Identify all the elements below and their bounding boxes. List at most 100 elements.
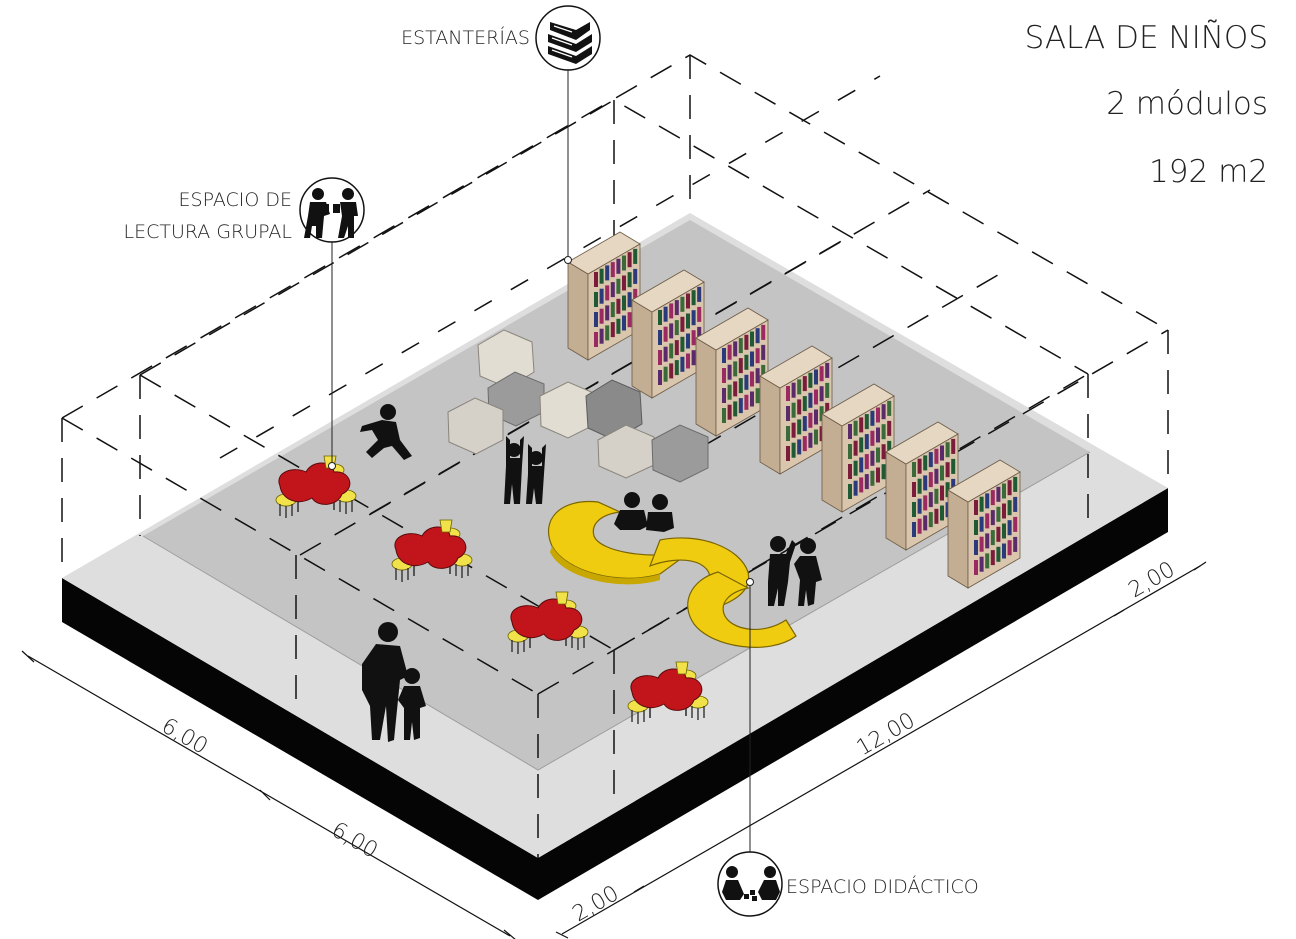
book: [917, 518, 922, 534]
book: [881, 404, 886, 420]
book: [786, 406, 790, 421]
book: [876, 427, 880, 443]
book: [996, 546, 1001, 562]
book: [859, 477, 864, 493]
book: [744, 334, 749, 350]
book: [605, 325, 610, 341]
standing-children-silhouette: [768, 536, 822, 606]
book: [917, 498, 922, 514]
book: [940, 465, 944, 481]
book: [680, 336, 685, 352]
book: [791, 442, 796, 458]
table-with-chairs: [627, 661, 709, 724]
pouf: [477, 329, 535, 389]
book: [616, 318, 621, 334]
book: [599, 328, 604, 344]
book: [814, 369, 818, 385]
pouf: [585, 379, 643, 441]
book: [599, 268, 604, 284]
seating-lower-curve: [687, 571, 797, 648]
bookshelf: [631, 269, 705, 399]
book: [979, 536, 984, 552]
book: [864, 454, 869, 470]
book: [887, 400, 892, 416]
children-playing-icon: [717, 851, 783, 917]
book: [633, 288, 638, 304]
book: [974, 500, 978, 515]
book: [750, 391, 754, 407]
book: [802, 436, 807, 452]
area-value: 192 m2: [1149, 154, 1268, 190]
book: [996, 506, 1001, 522]
book: [945, 462, 950, 478]
book: [974, 540, 978, 555]
book: [808, 432, 813, 448]
book: [674, 360, 679, 376]
book: [985, 553, 990, 569]
book: [876, 467, 880, 483]
book: [691, 290, 696, 306]
book: [610, 302, 615, 318]
book: [979, 556, 984, 572]
book: [881, 424, 886, 440]
book: [744, 374, 749, 390]
tables: [275, 455, 709, 724]
book: [674, 320, 679, 336]
dimension-front-short: 2,00: [569, 881, 624, 927]
book: [848, 444, 852, 459]
book: [669, 303, 674, 319]
book: [808, 412, 813, 428]
book: [859, 457, 864, 473]
book: [802, 396, 807, 412]
book: [755, 348, 760, 364]
book: [876, 407, 880, 423]
book: [669, 323, 674, 339]
book: [912, 462, 916, 477]
book: [610, 322, 615, 338]
book: [733, 401, 738, 417]
label-group-reading-line2: LECTURA GRUPAL: [124, 221, 293, 243]
book: [887, 440, 892, 456]
table-with-chairs: [275, 455, 357, 518]
book: [864, 414, 869, 430]
book: [814, 409, 818, 425]
book: [974, 520, 978, 535]
book: [814, 389, 818, 405]
book: [622, 255, 626, 271]
book: [802, 416, 807, 432]
book: [912, 502, 916, 517]
book: [853, 440, 858, 456]
label-shelves: ESTANTERÍAS: [401, 26, 530, 49]
bookshelf: [821, 383, 895, 513]
book: [928, 472, 933, 488]
book: [791, 382, 796, 398]
book: [738, 338, 743, 354]
book: [945, 442, 950, 458]
book: [990, 490, 995, 506]
book: [686, 293, 690, 309]
book: [727, 364, 732, 380]
book: [750, 331, 754, 347]
book: [599, 308, 604, 324]
book: [605, 305, 610, 321]
adult-and-child-silhouette: [362, 622, 426, 742]
book: [917, 458, 922, 474]
book: [627, 272, 632, 288]
book: [848, 464, 852, 479]
book: [990, 550, 995, 566]
book: [761, 364, 766, 380]
book: [791, 402, 796, 418]
book: [786, 446, 790, 461]
book: [750, 371, 754, 387]
book: [733, 381, 738, 397]
book: [928, 452, 933, 468]
book: [951, 478, 956, 494]
book: [594, 292, 598, 307]
book: [744, 394, 749, 410]
books-stack-icon: [535, 5, 601, 71]
trefoil-tabletop: [630, 668, 703, 711]
book: [744, 354, 749, 370]
book: [605, 265, 610, 281]
module-dashed-lines: [61, 54, 1169, 858]
book: [733, 361, 738, 377]
